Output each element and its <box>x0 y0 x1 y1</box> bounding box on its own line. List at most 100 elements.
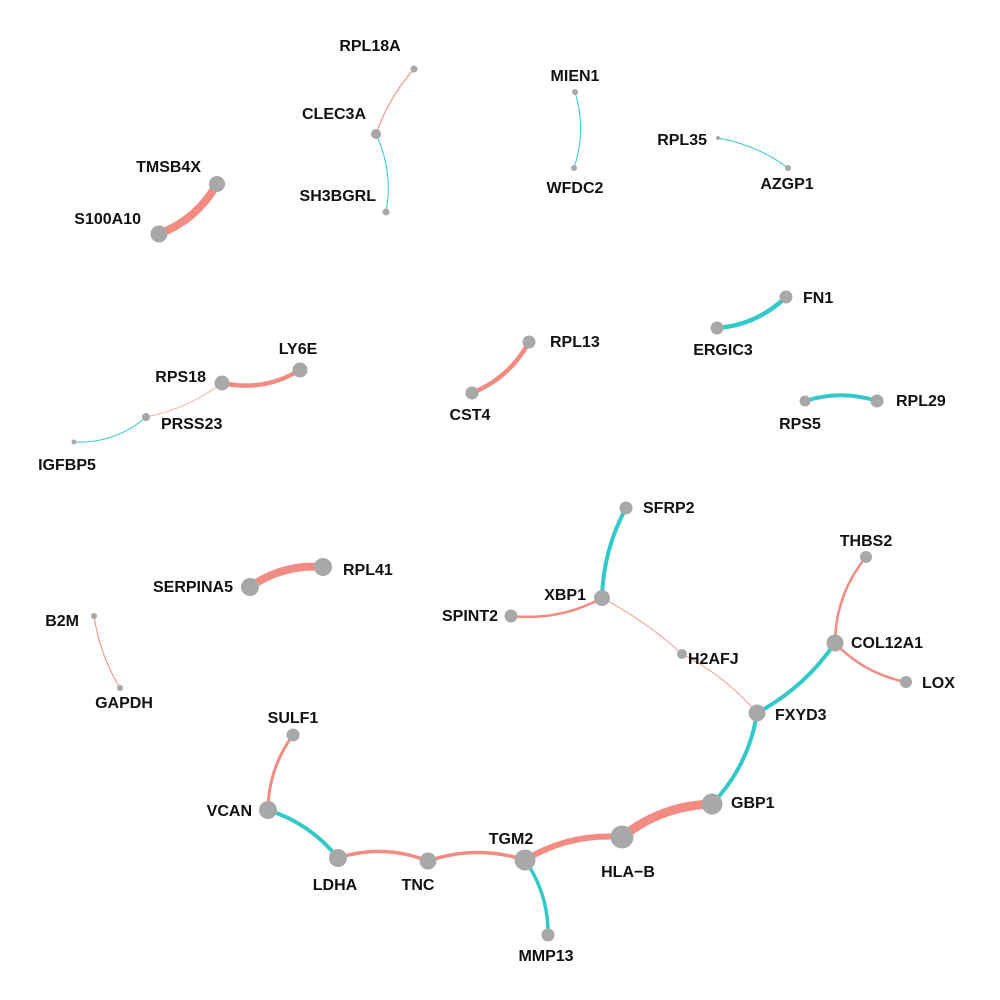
node-tnc[interactable] <box>419 852 437 870</box>
node-rpl35[interactable] <box>716 136 720 140</box>
node-label-sulf1: SULF1 <box>268 710 319 727</box>
node-hla-b[interactable] <box>610 825 634 849</box>
node-xbp1[interactable] <box>594 590 610 606</box>
node-label-rpl41: RPL41 <box>343 562 393 579</box>
node-label-col12a1: COL12A1 <box>851 635 923 652</box>
node-col12a1[interactable] <box>826 634 844 652</box>
node-label-b2m: B2M <box>45 613 79 630</box>
node-label-rps18: RPS18 <box>155 369 206 386</box>
node-mmp13[interactable] <box>541 928 555 942</box>
node-label-fxyd3: FXYD3 <box>775 707 827 724</box>
node-lox[interactable] <box>900 676 912 688</box>
node-label-rps5: RPS5 <box>779 416 821 433</box>
node-label-tmsb4x: TMSB4X <box>136 159 201 176</box>
node-spint2[interactable] <box>504 609 518 623</box>
edge-rpl18a-clec3a <box>375 68 415 135</box>
edge-tnc-tgm2 <box>427 850 526 863</box>
edge-clec3a-sh3bgrl <box>375 133 389 213</box>
edge-rps5-rpl29 <box>804 393 878 403</box>
node-label-h2afj: H2AFJ <box>688 651 739 668</box>
node-label-igfbp5: IGFBP5 <box>38 457 96 474</box>
node-thbs2[interactable] <box>860 551 872 563</box>
node-ldha[interactable] <box>329 849 347 867</box>
node-label-rpl13: RPL13 <box>550 334 600 351</box>
node-ergic3[interactable] <box>710 321 724 335</box>
edge-rpl13-cst4 <box>471 340 531 396</box>
node-label-spint2: SPINT2 <box>442 608 498 625</box>
labels-layer: RPL18ACLEC3ASH3BGRLMIEN1WFDC2RPL35AZGP1T… <box>38 38 955 965</box>
node-b2m[interactable] <box>91 613 97 619</box>
node-serpina5[interactable] <box>241 578 259 596</box>
node-label-wfdc2: WFDC2 <box>547 180 604 197</box>
node-rpl41[interactable] <box>314 558 332 576</box>
edge-fxyd3-gbp1 <box>710 712 759 806</box>
node-label-lox: LOX <box>922 675 955 692</box>
edge-fn1-ergic3 <box>716 295 788 331</box>
node-label-sh3bgrl: SH3BGRL <box>300 188 377 205</box>
node-rpl18a[interactable] <box>410 65 418 73</box>
edge-sfrp2-xbp1 <box>600 507 628 599</box>
edge-prss23-igfbp5 <box>73 416 147 443</box>
node-gapdh[interactable] <box>117 685 123 691</box>
node-azgp1[interactable] <box>785 165 791 171</box>
node-cst4[interactable] <box>465 386 479 400</box>
node-label-hla-b: HLA−B <box>601 864 655 881</box>
node-sfrp2[interactable] <box>619 501 633 515</box>
node-clec3a[interactable] <box>371 129 381 139</box>
node-label-ergic3: ERGIC3 <box>693 342 753 359</box>
node-label-rpl35: RPL35 <box>657 132 707 149</box>
node-label-xbp1: XBP1 <box>544 587 586 604</box>
edge-xbp1-h2afj <box>601 597 683 655</box>
node-label-vcan: VCAN <box>207 803 252 820</box>
edge-tgm2-hla-b <box>523 833 623 863</box>
node-label-mmp13: MMP13 <box>518 948 573 965</box>
node-igfbp5[interactable] <box>71 439 77 445</box>
node-label-azgp1: AZGP1 <box>760 176 813 193</box>
edge-tmsb4x-s100a10 <box>157 181 221 238</box>
edge-h2afj-fxyd3 <box>681 653 758 714</box>
node-gbp1[interactable] <box>701 793 723 815</box>
node-rpl29[interactable] <box>870 394 884 408</box>
edge-vcan-ldha <box>267 808 340 860</box>
node-sulf1[interactable] <box>286 728 300 742</box>
node-label-tgm2: TGM2 <box>489 831 534 848</box>
edge-thbs2-col12a1 <box>833 556 867 644</box>
node-rps5[interactable] <box>799 395 811 407</box>
edge-ldha-tnc <box>337 849 429 863</box>
node-h2afj[interactable] <box>677 649 687 659</box>
edge-b2m-gapdh <box>93 615 121 689</box>
node-label-serpina5: SERPINA5 <box>153 579 233 596</box>
node-s100a10[interactable] <box>150 225 168 243</box>
edge-serpina5-rpl41 <box>247 562 324 591</box>
node-ly6e[interactable] <box>292 362 308 378</box>
edge-sulf1-vcan <box>266 734 295 811</box>
nodes-layer <box>71 65 912 942</box>
edges-layer <box>73 68 907 936</box>
node-wfdc2[interactable] <box>571 165 577 171</box>
node-rpl13[interactable] <box>522 335 536 349</box>
node-sh3bgrl[interactable] <box>382 208 390 216</box>
node-label-prss23: PRSS23 <box>161 416 222 433</box>
node-label-gapdh: GAPDH <box>95 695 153 712</box>
node-mien1[interactable] <box>572 89 578 95</box>
node-label-s100a10: S100A10 <box>74 211 141 228</box>
edge-tgm2-mmp13 <box>523 859 550 936</box>
node-rps18[interactable] <box>214 375 230 391</box>
node-label-fn1: FN1 <box>803 290 833 307</box>
node-fn1[interactable] <box>779 290 793 304</box>
node-label-cst4: CST4 <box>450 407 491 424</box>
node-fxyd3[interactable] <box>748 704 766 722</box>
node-label-sfrp2: SFRP2 <box>643 500 695 517</box>
edge-rps18-prss23 <box>145 382 223 418</box>
node-prss23[interactable] <box>142 413 150 421</box>
node-label-ldha: LDHA <box>313 877 358 894</box>
node-label-clec3a: CLEC3A <box>302 106 366 123</box>
edge-col12a1-fxyd3 <box>756 641 837 715</box>
node-vcan[interactable] <box>259 801 277 819</box>
node-label-thbs2: THBS2 <box>840 533 893 550</box>
node-tgm2[interactable] <box>514 849 536 871</box>
edge-rpl35-azgp1 <box>717 137 789 169</box>
node-label-rpl29: RPL29 <box>896 393 946 410</box>
node-tmsb4x[interactable] <box>209 176 225 192</box>
